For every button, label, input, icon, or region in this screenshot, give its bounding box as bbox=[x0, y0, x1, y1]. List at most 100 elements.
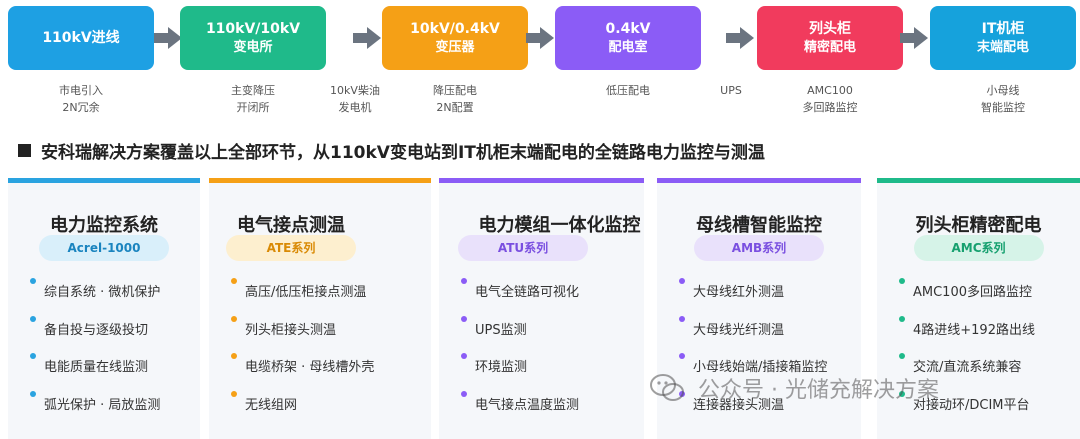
arrow-icon bbox=[526, 27, 554, 49]
sublabel-line2: 2N冗余 bbox=[62, 101, 100, 114]
card-list: 高压/低压柜接点测温 列头柜接头测温 电缆桥架 · 母线槽外壳 无线组网 bbox=[231, 278, 375, 432]
bullet-dot-icon bbox=[231, 353, 237, 359]
bullet-dot-icon bbox=[461, 353, 467, 359]
sublabel: AMC100 多回路监控 bbox=[785, 82, 875, 116]
sublabel-line1: 低压配电 bbox=[606, 84, 650, 97]
stage-line1: 110kV进线 bbox=[42, 29, 120, 46]
bullet-dot-icon bbox=[231, 315, 237, 322]
list-item: 4路进线+192路出线 bbox=[899, 315, 1035, 357]
stage-line2: 精密配电 bbox=[803, 39, 856, 55]
item-text: 大母线光纤测温 bbox=[693, 322, 785, 338]
bullet-dot-icon bbox=[679, 353, 685, 359]
item-text: 电缆桥架 · 母线槽外壳 bbox=[245, 360, 375, 375]
item-text: 4路进线+192路出线 bbox=[913, 322, 1035, 338]
stage-substation: 110kV/10kV 变电所 bbox=[180, 6, 326, 70]
item-text: AMC100多回路监控 bbox=[913, 285, 1032, 300]
card-contact-temperature: 电气接点测温 ATE系列 高压/低压柜接点测温 列头柜接头测温 电缆桥架 · 母… bbox=[209, 178, 431, 439]
item-text: 交流/直流系统兼容 bbox=[913, 360, 1022, 375]
stage-it-cabinet: IT机柜 末端配电 bbox=[930, 6, 1076, 70]
stage-transformer: 10kV/0.4kV 变压器 bbox=[382, 6, 528, 70]
stage-line2: 变电所 bbox=[233, 39, 273, 55]
card-list: AMC100多回路监控 4路进线+192路出线 交流/直流系统兼容 对接动环/D… bbox=[899, 278, 1035, 432]
list-item: 大母线光纤测温 bbox=[679, 315, 827, 357]
list-item: 电气全链路可视化 bbox=[461, 278, 580, 319]
sublabel-line1: 主变降压 bbox=[231, 84, 275, 97]
item-text: 高压/低压柜接点测温 bbox=[245, 285, 367, 300]
bullet-dot-icon bbox=[461, 390, 467, 397]
sublabel-line1: 市电引入 bbox=[59, 84, 103, 97]
list-item: 大母线红外测温 bbox=[679, 278, 827, 319]
arrow-icon bbox=[900, 27, 928, 49]
sublabel-line2: 智能监控 bbox=[981, 101, 1025, 114]
sublabel-line1: 降压配电 bbox=[433, 84, 477, 97]
item-text: 电能质量在线监测 bbox=[44, 360, 149, 375]
card-busway-monitoring: 母线槽智能监控 AMB系列 大母线红外测温 大母线光纤测温 小母线始端/插接箱监… bbox=[657, 178, 861, 439]
bullet-dot-icon bbox=[679, 315, 685, 322]
bullet-dot-icon bbox=[30, 390, 36, 397]
bullet-dot-icon bbox=[899, 353, 905, 359]
list-item: 列头柜接头测温 bbox=[231, 315, 374, 357]
card-badge: AMC系列 bbox=[913, 235, 1044, 261]
arrow-icon bbox=[353, 27, 381, 49]
sublabel-line1: UPS bbox=[720, 84, 742, 97]
stage-line2: 变压器 bbox=[435, 39, 475, 55]
card-list: 综自系统 · 微机保护 备自投与逐级投切 电能质量在线监测 弧光保护 · 局放监… bbox=[30, 278, 161, 431]
stage-precision-distribution: 列头柜 精密配电 bbox=[757, 6, 903, 70]
list-item: 备自投与逐级投切 bbox=[30, 315, 160, 357]
item-text: 备自投与逐级投切 bbox=[44, 322, 149, 338]
item-text: 小母线始端/插接箱监控 bbox=[693, 360, 828, 375]
sublabel: 小母线 智能监控 bbox=[958, 82, 1048, 116]
wechat-icon bbox=[650, 374, 684, 402]
arrow-icon bbox=[726, 27, 754, 49]
list-item: 对接动环/DCIM平台 bbox=[899, 390, 1035, 432]
item-text: 连接器接头测温 bbox=[693, 397, 785, 413]
sublabel: 主变降压 开闭所 bbox=[208, 82, 298, 116]
watermark: 公众号 · 光储充解决方案 bbox=[650, 372, 939, 404]
stage-distribution-room: 0.4kV 配电室 bbox=[555, 6, 701, 70]
item-text: 对接动环/DCIM平台 bbox=[913, 397, 1030, 413]
card-title: 电气接点测温 bbox=[237, 215, 345, 236]
bullet-dot-icon bbox=[231, 390, 237, 397]
item-text: UPS监测 bbox=[475, 322, 527, 338]
bullet-dot-icon bbox=[679, 278, 685, 284]
sublabel: 市电引入 2N冗余 bbox=[36, 82, 126, 116]
bullet-dot-icon bbox=[231, 278, 237, 284]
item-text: 无线组网 bbox=[245, 397, 298, 413]
bullet-dot-icon bbox=[899, 390, 905, 397]
stage-line1: 110kV/10kV bbox=[205, 20, 301, 37]
sublabel-line2: 多回路监控 bbox=[802, 101, 858, 114]
item-text: 列头柜接头测温 bbox=[245, 322, 337, 338]
sublabel-line1: AMC100 bbox=[807, 84, 853, 97]
card-power-monitoring: 电力监控系统 Acrel-1000 综自系统 · 微机保护 备自投与逐级投切 电… bbox=[8, 178, 200, 439]
bullet-dot-icon bbox=[30, 315, 36, 322]
card-title: 电力模组一体化监控 bbox=[478, 215, 641, 236]
card-list: 电气全链路可视化 UPS监测 环境监测 电气接点温度监测 bbox=[461, 278, 580, 431]
item-text: 电气全链路可视化 bbox=[475, 285, 580, 300]
square-bullet-icon bbox=[18, 144, 31, 157]
power-flow: 110kV进线 110kV/10kV 变电所 10kV/0.4kV 变压器 0.… bbox=[0, 6, 1080, 72]
list-item: 高压/低压柜接点测温 bbox=[231, 278, 374, 319]
list-item: 无线组网 bbox=[231, 390, 374, 432]
item-text: 大母线红外测温 bbox=[693, 285, 785, 300]
sublabel: UPS bbox=[686, 82, 776, 99]
bullet-dot-icon bbox=[30, 353, 36, 359]
stage-110kv-incoming: 110kV进线 bbox=[8, 6, 154, 70]
bullet-dot-icon bbox=[30, 278, 36, 284]
arrow-icon bbox=[154, 27, 182, 49]
watermark-text: 公众号 · 光储充解决方案 bbox=[698, 378, 939, 403]
sublabel: 10kV柴油 发电机 bbox=[310, 82, 400, 116]
stage-line2: 末端配电 bbox=[976, 39, 1029, 55]
card-module-monitoring: 电力模组一体化监控 ATU系列 电气全链路可视化 UPS监测 环境监测 电气接点… bbox=[439, 178, 644, 439]
stage-line2: 配电室 bbox=[608, 39, 648, 55]
list-item: 电缆桥架 · 母线槽外壳 bbox=[231, 353, 375, 394]
item-text: 综自系统 · 微机保护 bbox=[44, 285, 161, 300]
sublabel-line1: 10kV柴油 bbox=[330, 84, 380, 97]
card-badge: ATE系列 bbox=[226, 235, 356, 261]
bullet-dot-icon bbox=[899, 315, 905, 322]
item-text: 电气接点温度监测 bbox=[475, 397, 580, 413]
card-title: 母线槽智能监控 bbox=[696, 215, 822, 236]
sublabel-line2: 发电机 bbox=[338, 101, 372, 114]
card-title: 列头柜精密配电 bbox=[915, 215, 1042, 236]
stage-line1: 0.4kV bbox=[605, 20, 651, 37]
list-item: 小母线始端/插接箱监控 bbox=[679, 353, 828, 394]
